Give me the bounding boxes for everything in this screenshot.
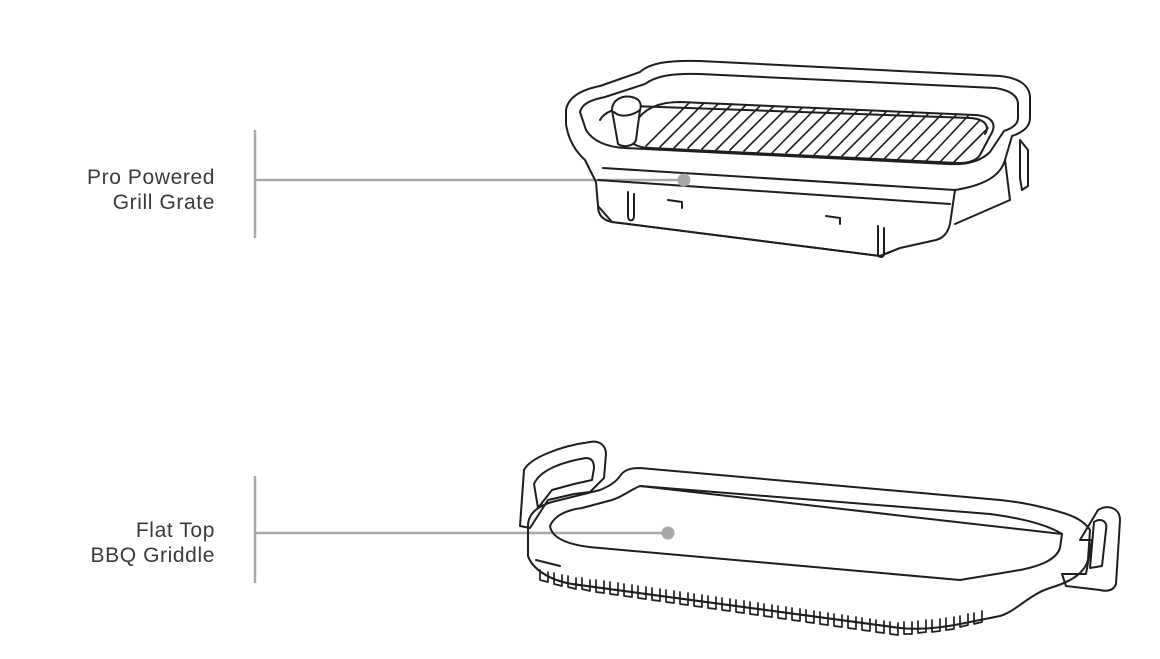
grate-notch-2 [825,215,841,225]
griddle-illustration [519,440,1121,636]
griddle-handle-right [1061,506,1121,592]
griddle-callout [253,476,668,583]
griddle-label-line2: BBQ Griddle [90,544,215,567]
griddle-label-line1: Flat Top [135,519,215,542]
grate-ribs [645,101,989,163]
grate-foot-left [627,191,635,222]
griddle-grease-ridges [539,569,983,636]
griddle-edge-line-2 [535,559,561,567]
griddle-handle-left [519,440,607,529]
grill-grate-label-line1: Pro Powered [87,166,215,189]
grate-inner-rim [579,72,1019,166]
griddle-label: Flat Top BBQ Griddle [0,518,215,568]
grill-grate-callout-dot [677,173,691,187]
grate-notch-1 [667,199,683,209]
griddle-plate-outer [527,467,1091,630]
grill-grate-label-line2: Grill Grate [112,191,215,214]
griddle-cooking-surface [549,485,1063,581]
grate-foot-right [877,225,885,258]
grate-handle-post-detail [613,109,641,117]
grate-side-clip [1019,139,1029,191]
grate-surface [628,101,995,164]
griddle-callout-dot [661,526,675,540]
griddle-crossbar [639,485,1063,535]
grate-inner-lip [599,105,988,135]
grate-lower-body [597,205,901,257]
griddle-handle-right-inner [1089,519,1108,569]
grate-wall-line-2 [597,179,951,205]
grill-grate-callout [253,130,684,238]
grate-outer-rim [565,59,1031,257]
grate-wall-line [602,167,956,191]
grate-right-wall [954,159,1011,225]
griddle-handle-left-inner [533,457,595,509]
grill-grate-illustration [565,59,1031,258]
grill-grate-label: Pro Powered Grill Grate [0,165,215,215]
grate-handle-post [611,95,642,148]
